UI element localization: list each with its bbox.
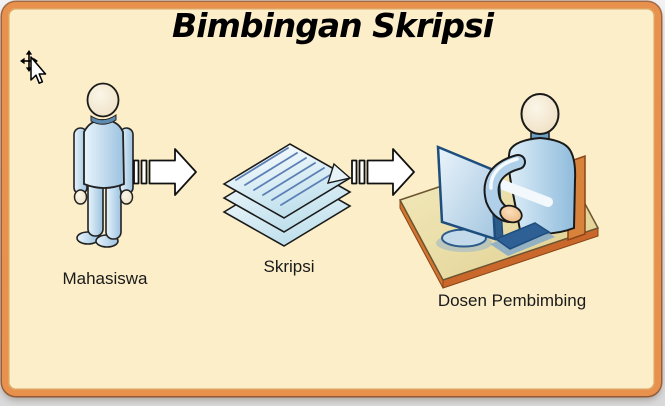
keyboard-icon — [494, 222, 551, 250]
person-at-desk-icon[interactable] — [398, 88, 626, 293]
move-cursor-icon — [20, 50, 47, 84]
label-mahasiswa: Mahasiswa — [62, 269, 148, 288]
document-stack-icon[interactable] — [220, 138, 358, 248]
hand — [499, 204, 523, 224]
striped-arrow-icon-1[interactable] — [132, 147, 198, 197]
person-icon[interactable] — [58, 82, 152, 250]
label-dosen-pembimbing: Dosen Pembimbing — [437, 291, 587, 310]
diagram-title: Bimbingan Skripsi — [171, 6, 494, 45]
label-skripsi: Skripsi — [263, 257, 315, 276]
supervisor-head — [520, 93, 560, 135]
striped-arrow-icon-2[interactable] — [350, 147, 416, 197]
